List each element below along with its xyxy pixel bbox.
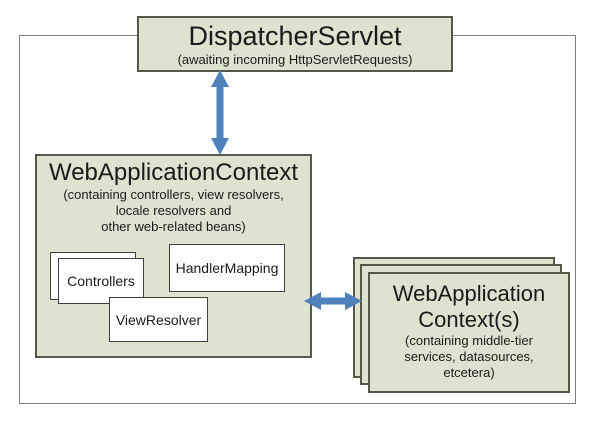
dispatcher-servlet-subtitle: (awaiting incoming HttpServletRequests) bbox=[177, 52, 413, 67]
web-application-context-title: WebApplicationContext bbox=[48, 159, 299, 186]
handler-mapping-label: HandlerMapping bbox=[175, 260, 279, 276]
dispatcher-servlet-box: DispatcherServlet (awaiting incoming Htt… bbox=[137, 16, 453, 72]
web-application-context-box: WebApplicationContext (containing contro… bbox=[35, 154, 312, 358]
webapp-contexts-title: WebApplication Context(s) bbox=[392, 281, 546, 332]
view-resolver-box: ViewResolver bbox=[109, 297, 208, 342]
controllers-label: Controllers bbox=[67, 273, 135, 289]
webapp-contexts-box: WebApplication Context(s) (containing mi… bbox=[368, 272, 570, 393]
web-application-context-subtitle: (containing controllers, view resolvers,… bbox=[63, 187, 284, 234]
view-resolver-label: ViewResolver bbox=[115, 311, 202, 328]
controllers-box: Controllers bbox=[58, 258, 144, 304]
handler-mapping-box: HandlerMapping bbox=[169, 244, 285, 292]
webapp-contexts-subtitle: (containing middle-tier services, dataso… bbox=[404, 333, 534, 380]
dispatcher-servlet-title: DispatcherServlet bbox=[188, 21, 402, 51]
